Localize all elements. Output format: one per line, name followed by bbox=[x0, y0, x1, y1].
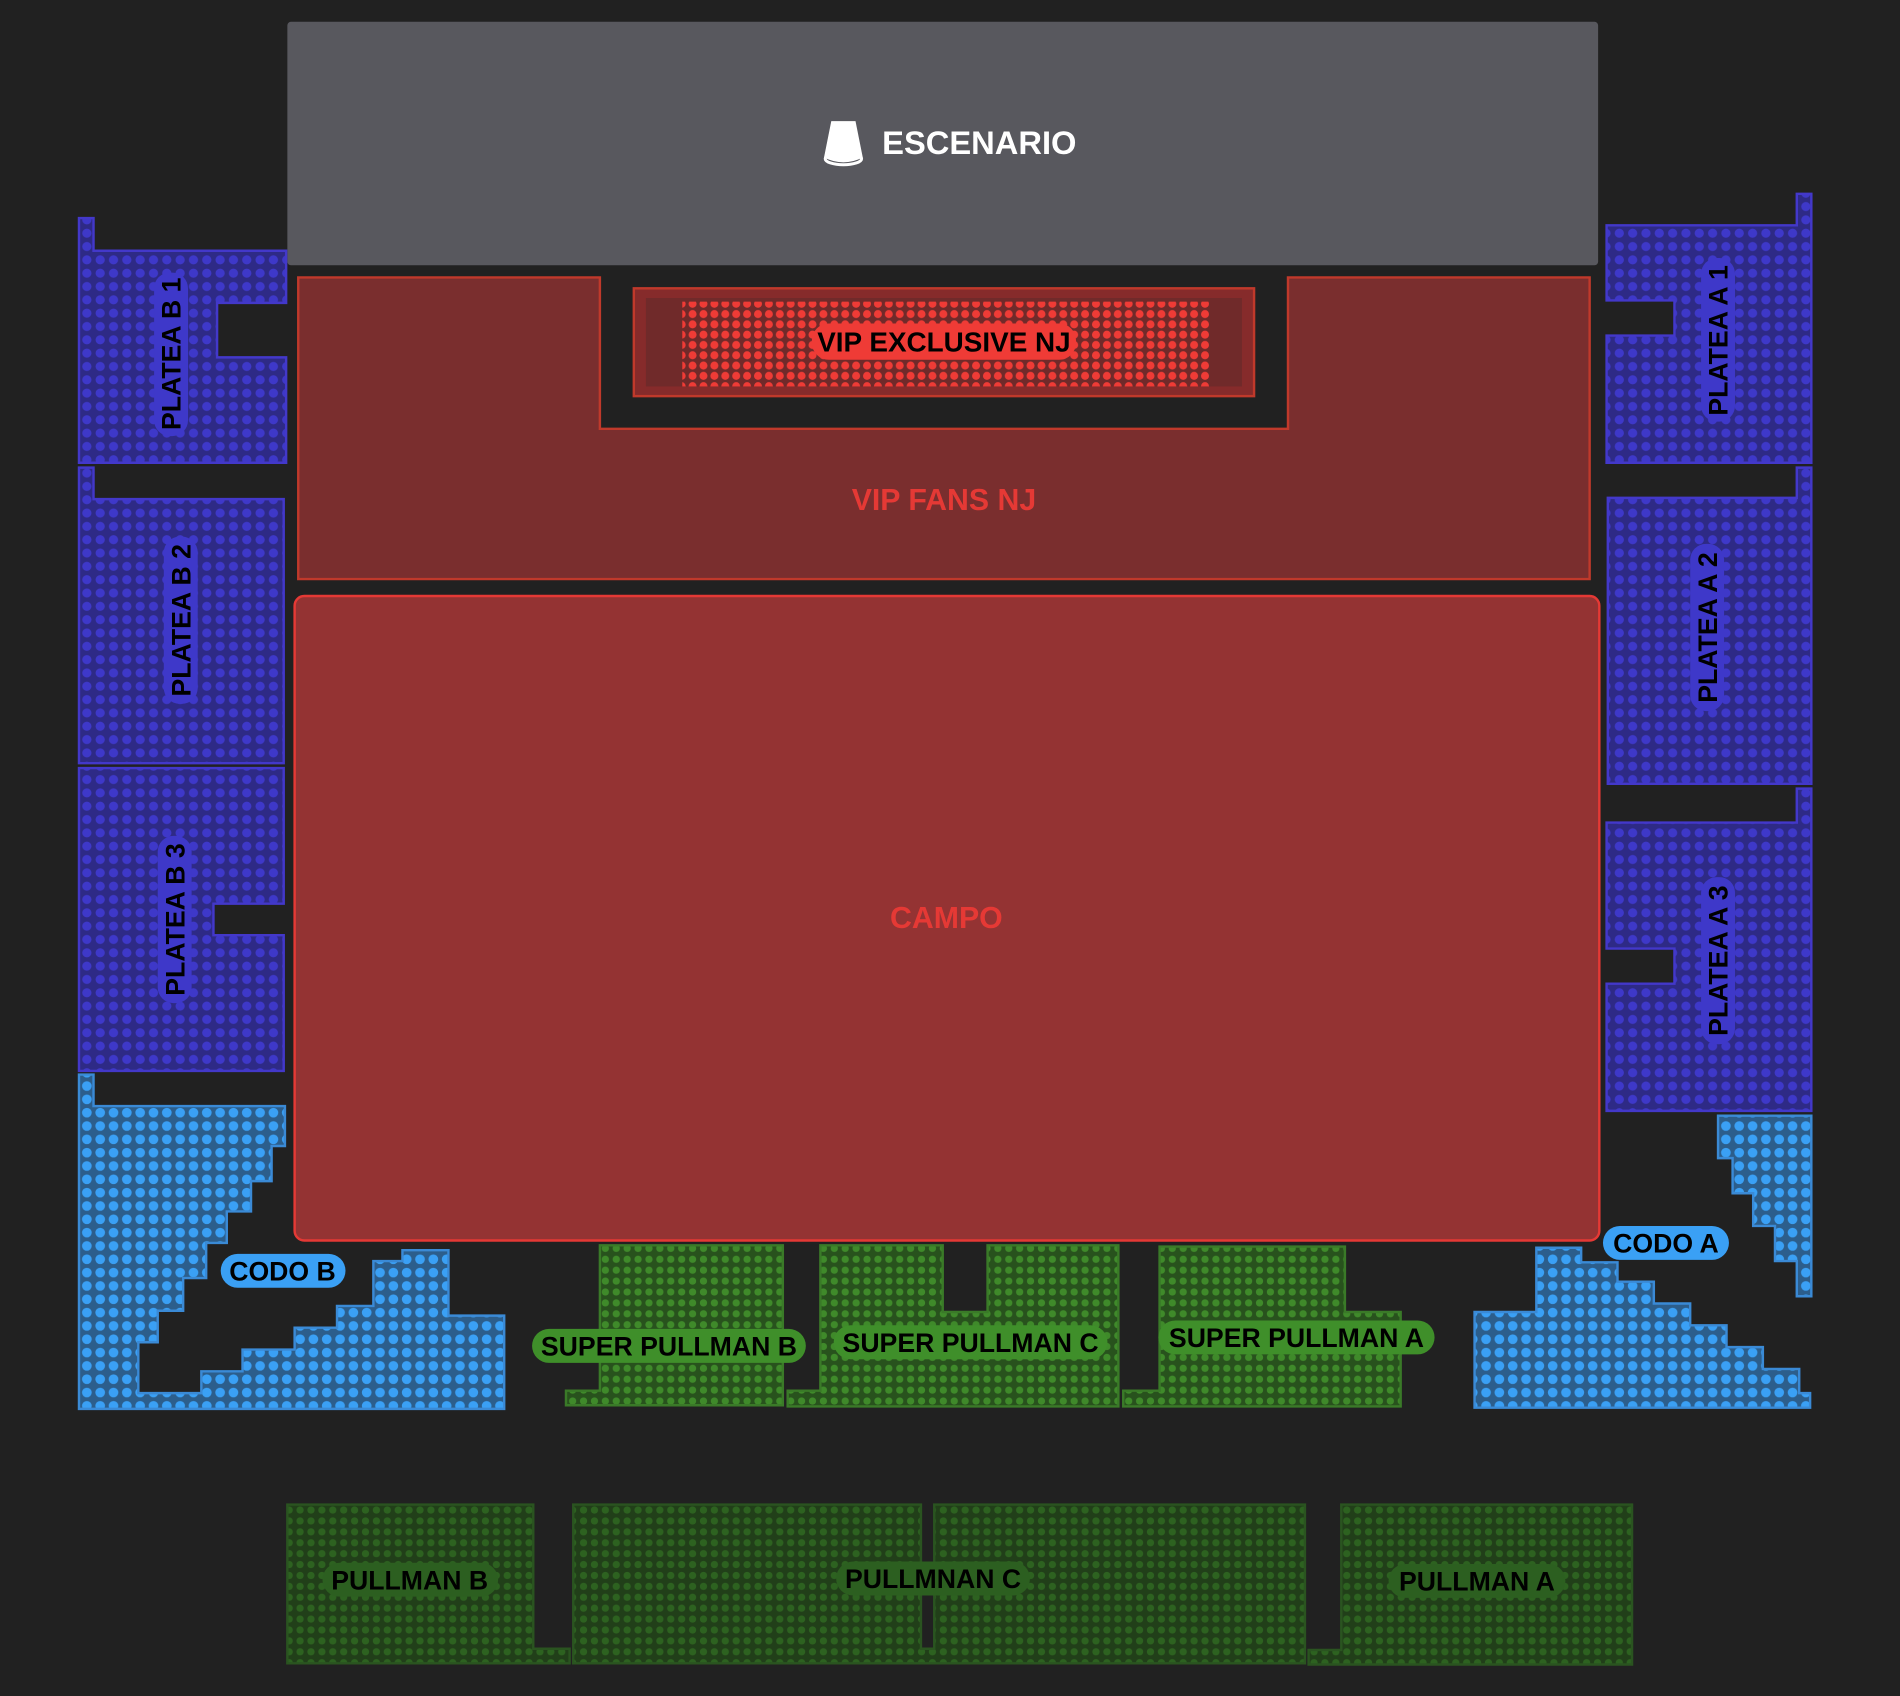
section-vip-exclusive[interactable]: VIP EXCLUSIVE NJ bbox=[632, 287, 1256, 398]
label-pill bbox=[1690, 543, 1725, 712]
section-label-platea-b3: PLATEA B 3 bbox=[160, 843, 190, 995]
section-label-platea-b1: PLATEA B 1 bbox=[157, 277, 187, 430]
section-platea-a2[interactable]: PLATEA A 2 bbox=[1606, 466, 1813, 786]
section-label-platea-a3: PLATEA A 3 bbox=[1704, 885, 1734, 1035]
section-pullman-c[interactable]: PULLMNAN C bbox=[572, 1503, 1307, 1665]
label-pill bbox=[220, 1253, 346, 1288]
label-pill bbox=[154, 272, 189, 437]
label-pill bbox=[1602, 1225, 1729, 1260]
section-label-pullman-b: PULLMAN B bbox=[331, 1565, 488, 1595]
section-label-pullman-c: PULLMNAN C bbox=[845, 1564, 1021, 1594]
section-super-pullman-c[interactable]: SUPER PULLMAN C bbox=[786, 1244, 1120, 1408]
section-pullman-b[interactable]: PULLMAN B bbox=[286, 1503, 571, 1665]
section-vip-fans[interactable]: VIP FANS NJ bbox=[297, 276, 1591, 581]
label-pill bbox=[836, 1561, 1030, 1596]
label-pill bbox=[1701, 258, 1736, 422]
section-label-platea-a1: PLATEA A 1 bbox=[1704, 265, 1734, 416]
section-label-platea-a2: PLATEA A 2 bbox=[1693, 552, 1723, 702]
label-pill bbox=[833, 1325, 1108, 1360]
section-platea-b2[interactable]: PLATEA B 2 bbox=[77, 466, 285, 765]
section-campo[interactable]: CAMPO bbox=[293, 594, 1601, 1242]
section-super-pullman-b[interactable]: SUPER PULLMAN B bbox=[532, 1244, 806, 1407]
label-pill bbox=[163, 536, 198, 704]
label-pill bbox=[1388, 1563, 1566, 1598]
section-platea-a3[interactable]: PLATEA A 3 bbox=[1605, 787, 1813, 1113]
section-label-campo: CAMPO bbox=[890, 902, 1003, 935]
label-pill bbox=[811, 323, 1076, 360]
section-label-pullman-a: PULLMAN A bbox=[1399, 1567, 1555, 1597]
section-label-codo-b: CODO B bbox=[229, 1256, 336, 1286]
section-label-vip-exclusive: VIP EXCLUSIVE NJ bbox=[817, 326, 1070, 357]
section-label-codo-a: CODO A bbox=[1613, 1229, 1719, 1259]
section-super-pullman-a[interactable]: SUPER PULLMAN A bbox=[1122, 1245, 1435, 1408]
section-label-super-pullman-b: SUPER PULLMAN B bbox=[541, 1332, 797, 1362]
label-pill bbox=[532, 1328, 806, 1363]
label-pill bbox=[1158, 1320, 1435, 1355]
label-pill bbox=[1701, 877, 1736, 1045]
label-pill bbox=[322, 1562, 499, 1597]
section-label-super-pullman-c: SUPER PULLMAN C bbox=[843, 1328, 1099, 1358]
section-label-platea-b2: PLATEA B 2 bbox=[166, 544, 196, 696]
stage-label: ESCENARIO bbox=[882, 124, 1076, 161]
section-codo-a[interactable]: CODO A bbox=[1473, 1114, 1813, 1409]
section-platea-b1[interactable]: PLATEA B 1 bbox=[77, 216, 288, 464]
stage-light-icon bbox=[823, 121, 864, 167]
section-label-super-pullman-a: SUPER PULLMAN A bbox=[1169, 1323, 1424, 1353]
label-pill bbox=[157, 835, 192, 1004]
section-platea-a1[interactable]: PLATEA A 1 bbox=[1605, 192, 1813, 464]
section-pullman-a[interactable]: PULLMAN A bbox=[1307, 1503, 1634, 1666]
section-platea-b3[interactable]: PLATEA B 3 bbox=[77, 766, 285, 1073]
stage: ESCENARIO bbox=[287, 21, 1599, 266]
section-codo-b[interactable]: CODO B bbox=[77, 1073, 506, 1411]
section-label-vip-fans: VIP FANS NJ bbox=[852, 484, 1036, 517]
